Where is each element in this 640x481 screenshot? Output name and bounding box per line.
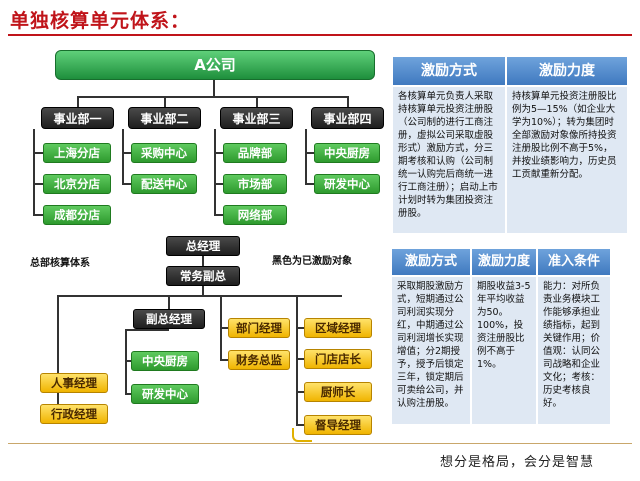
connector — [77, 96, 349, 98]
company-node: A公司 — [55, 50, 375, 80]
node-central-kitchen: 中央厨房 — [131, 351, 199, 371]
unit-brand: 品牌部 — [223, 143, 287, 163]
dept-1: 事业部一 — [41, 107, 114, 129]
node-cfo: 财务总监 — [228, 350, 290, 370]
connector — [214, 183, 223, 185]
table2-header-entry: 准入条件 — [538, 249, 610, 275]
connector — [57, 295, 59, 415]
connector — [347, 96, 349, 107]
node-store-manager: 门店店长 — [304, 349, 372, 369]
connector — [33, 129, 35, 216]
connector — [256, 96, 258, 107]
connector — [125, 360, 131, 362]
title-divider — [8, 34, 632, 36]
unit-rnd: 研发中心 — [314, 174, 380, 194]
connector — [214, 129, 216, 216]
hand-pointer-icon — [292, 428, 312, 442]
connector — [57, 295, 342, 297]
connector — [202, 256, 204, 266]
connector — [125, 393, 131, 395]
footer-divider — [8, 443, 632, 444]
connector — [296, 327, 304, 329]
table2-entry-cell: 能力：对所负责业务模块工作能够承担业绩指标，起到关键作用；价值观：认同公司战略和… — [538, 277, 610, 424]
node-rnd-center: 研发中心 — [131, 384, 199, 404]
unit-marketing: 市场部 — [223, 174, 287, 194]
node-gm: 总经理 — [166, 236, 240, 256]
unit-distribution: 配送中心 — [131, 174, 197, 194]
page-title: 单独核算单元体系： — [10, 10, 191, 32]
connector — [168, 295, 170, 309]
connector — [122, 129, 124, 185]
connector — [33, 183, 43, 185]
table1-header-strength: 激励力度 — [507, 57, 627, 85]
hq-system-label: 总部核算体系 — [30, 258, 90, 269]
unit-chengdu: 成都分店 — [43, 205, 111, 225]
connector — [33, 214, 43, 216]
connector — [296, 391, 304, 393]
node-vp: 副总经理 — [133, 309, 205, 329]
unit-central-kitchen: 中央厨房 — [314, 143, 380, 163]
table1-method-cell: 各核算单元负责人采取持核算单元投资注册股（公司制的进行工商注册，虚拟公司采取虚股… — [393, 87, 505, 233]
slogan: 想分是格局，会分是智慧 — [440, 455, 595, 470]
table1-header-method: 激励方式 — [393, 57, 505, 85]
connector — [122, 183, 131, 185]
connector — [296, 295, 342, 297]
node-regional-manager: 区域经理 — [304, 318, 372, 338]
unit-shanghai: 上海分店 — [43, 143, 111, 163]
connector — [214, 214, 223, 216]
connector — [296, 295, 298, 426]
connector — [305, 152, 314, 154]
connector — [214, 152, 223, 154]
unit-network: 网络部 — [223, 205, 287, 225]
connector — [296, 424, 304, 426]
unit-beijing: 北京分店 — [43, 174, 111, 194]
connector — [220, 327, 228, 329]
connector — [220, 359, 228, 361]
connector — [125, 329, 127, 395]
dept-3: 事业部三 — [220, 107, 293, 129]
table2-header-strength: 激励力度 — [472, 249, 536, 275]
table2-method-cell: 采取期股激励方式，短期通过公司利润实现分红，中期通过公司利润增长实现增值；分2期… — [392, 277, 470, 424]
node-supervisor-manager: 督导经理 — [304, 415, 372, 435]
connector — [213, 80, 215, 96]
node-hr-manager: 人事经理 — [40, 373, 108, 393]
legend-note: 黑色为已激励对象 — [272, 256, 352, 267]
node-dept-manager: 部门经理 — [228, 318, 290, 338]
connector — [77, 96, 79, 107]
connector — [296, 358, 304, 360]
table2-strength-cell: 期股收益3-5年平均收益为50。100%，投资注册股比例不高于1%。 — [472, 277, 536, 424]
dept-2: 事业部二 — [128, 107, 201, 129]
table2-header-method: 激励方式 — [392, 249, 470, 275]
connector — [122, 152, 131, 154]
connector — [202, 286, 204, 296]
table1-strength-cell: 持核算单元投资注册股比例为5—15%（如企业大学为10%）；转为集团时全部激励对… — [507, 87, 627, 233]
connector — [125, 329, 169, 331]
node-exec-vp: 常务副总 — [166, 266, 240, 286]
dept-4: 事业部四 — [311, 107, 384, 129]
node-admin-manager: 行政经理 — [40, 404, 108, 424]
unit-purchasing: 采购中心 — [131, 143, 197, 163]
connector — [305, 129, 307, 185]
connector — [33, 152, 43, 154]
node-head-chef: 厨师长 — [304, 382, 372, 402]
connector — [305, 183, 314, 185]
connector — [164, 96, 166, 107]
